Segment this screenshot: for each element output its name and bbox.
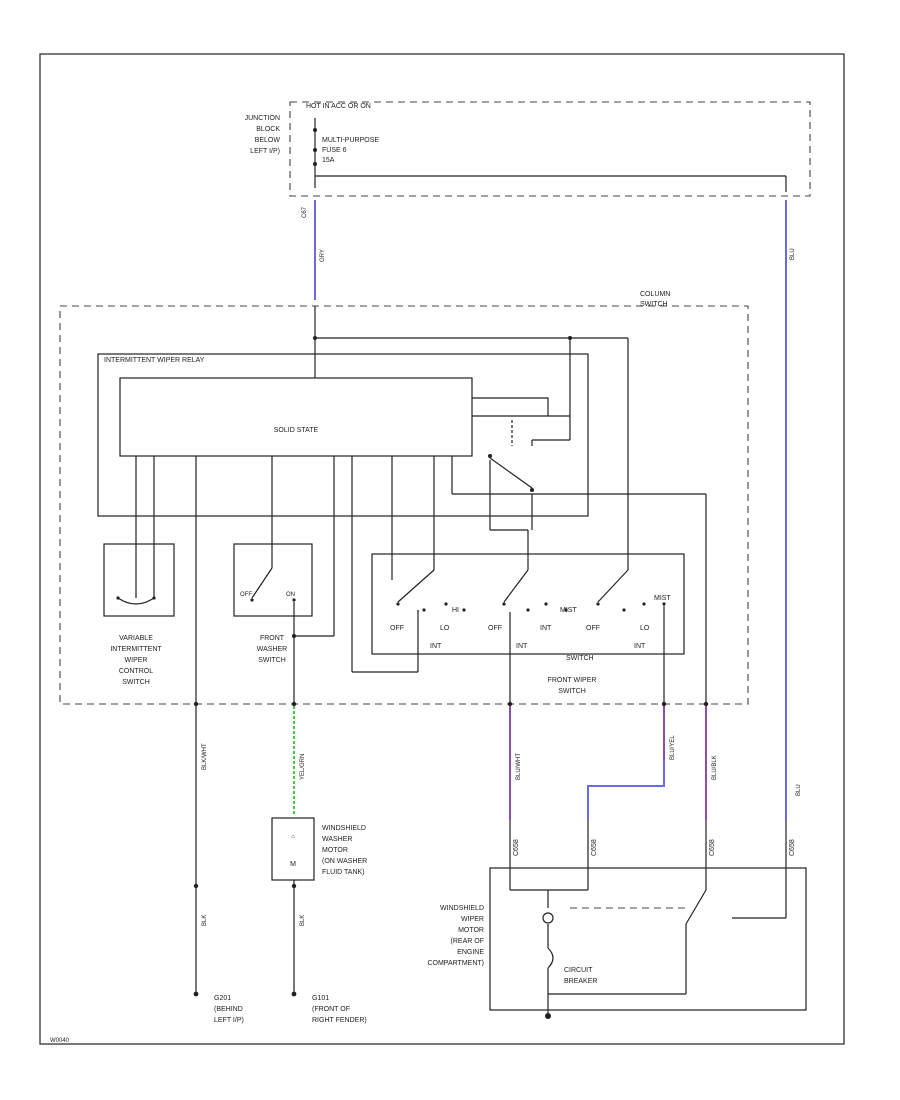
circuit-breaker-label: CIRCUIT BREAKER xyxy=(564,967,597,985)
svg-text:GRY: GRY xyxy=(320,249,326,262)
svg-text:(BEHIND: (BEHIND xyxy=(214,1006,243,1013)
svg-text:VARIABLE: VARIABLE xyxy=(119,635,153,642)
svg-text:BLU/WHT: BLU/WHT xyxy=(516,753,522,780)
svg-text:LO: LO xyxy=(440,625,450,632)
svg-text:SWITCH: SWITCH xyxy=(640,301,668,308)
svg-text:OFF: OFF xyxy=(390,625,404,632)
svg-text:INT: INT xyxy=(540,625,552,632)
variable-intermittent-switch-box xyxy=(103,543,175,617)
svg-text:(FRONT OF: (FRONT OF xyxy=(312,1006,350,1013)
fuse-label: MULTI-PURPOSE FUSE 6 15A xyxy=(322,137,379,164)
svg-text:BLK/WHT: BLK/WHT xyxy=(202,743,208,770)
svg-text:ENGINE: ENGINE xyxy=(457,949,484,956)
washer-switch-label: FRONT WASHER SWITCH xyxy=(257,635,287,664)
svg-text:INT: INT xyxy=(516,643,528,650)
svg-text:BLU: BLU xyxy=(796,784,802,796)
svg-text:MIST: MIST xyxy=(654,595,671,602)
wiper-motor-box xyxy=(489,867,807,1011)
svg-text:BLU/BLK: BLU/BLK xyxy=(712,755,718,780)
svg-text:YEL/GRN: YEL/GRN xyxy=(300,754,306,780)
svg-text:⌂: ⌂ xyxy=(291,834,295,840)
svg-text:ON: ON xyxy=(286,592,295,598)
svg-text:FRONT: FRONT xyxy=(260,635,285,642)
diagram-frame xyxy=(39,53,845,1045)
relay-label: INTERMITTENT WIPER RELAY xyxy=(104,357,205,364)
ground-g101-label: G101 (FRONT OF RIGHT FENDER) xyxy=(312,995,367,1024)
svg-text:BLU: BLU xyxy=(790,248,796,260)
svg-text:BLU/YEL: BLU/YEL xyxy=(670,735,676,760)
svg-text:15A: 15A xyxy=(322,157,335,164)
svg-text:BLK: BLK xyxy=(300,915,306,926)
svg-text:HI: HI xyxy=(452,607,459,614)
svg-text:OFF: OFF xyxy=(240,592,252,598)
svg-text:CIRCUIT: CIRCUIT xyxy=(564,967,593,974)
svg-text:MOTOR: MOTOR xyxy=(322,847,348,854)
washer-motor-label: WINDSHIELD WASHER MOTOR (ON WASHER FLUID… xyxy=(322,825,367,876)
svg-text:INT: INT xyxy=(430,643,442,650)
junction-block-box xyxy=(289,101,811,197)
purple-wire-2 xyxy=(587,706,665,820)
svg-text:MULTI-PURPOSE: MULTI-PURPOSE xyxy=(322,137,379,144)
svg-text:COLUMN: COLUMN xyxy=(640,291,670,298)
washer-motor-box xyxy=(271,817,315,881)
solid-state-box xyxy=(119,377,473,457)
hot-label: HOT IN ACC OR ON xyxy=(306,103,371,110)
solid-state-label: SOLID STATE xyxy=(274,427,319,434)
svg-text:(REAR OF: (REAR OF xyxy=(451,938,484,945)
wiper-motor-label: WINDSHIELD WIPER MOTOR (REAR OF ENGINE C… xyxy=(427,905,484,967)
svg-text:MOTOR: MOTOR xyxy=(458,927,484,934)
svg-text:WIPER: WIPER xyxy=(461,916,484,923)
svg-text:RIGHT FENDER): RIGHT FENDER) xyxy=(312,1017,367,1024)
wiper-switch-positions: OFF LO HI OFF INT MIST OFF LO MIST INT I… xyxy=(390,595,671,662)
pin-c67: C67 xyxy=(302,206,308,218)
svg-text:SWITCH: SWITCH xyxy=(122,679,150,686)
svg-text:WASHER: WASHER xyxy=(257,646,287,653)
svg-text:JUNCTION: JUNCTION xyxy=(245,115,280,122)
svg-text:WASHER: WASHER xyxy=(322,836,352,843)
front-wiper-switch-box xyxy=(371,553,685,655)
svg-text:INTERMITTENT: INTERMITTENT xyxy=(110,646,162,653)
svg-text:LO: LO xyxy=(640,625,650,632)
junction-block-label: JUNCTION BLOCK BELOW LEFT I/P) xyxy=(245,115,281,155)
svg-text:LEFT I/P): LEFT I/P) xyxy=(214,1017,244,1024)
svg-text:BREAKER: BREAKER xyxy=(564,978,597,985)
svg-text:MIST: MIST xyxy=(560,607,577,614)
svg-text:BELOW: BELOW xyxy=(255,137,281,144)
svg-text:SWITCH: SWITCH xyxy=(258,657,286,664)
svg-text:WINDSHIELD: WINDSHIELD xyxy=(322,825,366,832)
svg-text:OFF: OFF xyxy=(488,625,502,632)
intermittent-relay-box xyxy=(97,353,589,517)
svg-text:WINDSHIELD: WINDSHIELD xyxy=(440,905,484,912)
svg-text:G101: G101 xyxy=(312,995,329,1002)
svg-text:G201: G201 xyxy=(214,995,231,1002)
svg-text:C658: C658 xyxy=(789,839,796,856)
wiper-switch-label: FRONT WIPER SWITCH xyxy=(548,677,597,695)
column-switch-box xyxy=(59,305,749,705)
diagram-id: W0040 xyxy=(50,1038,70,1044)
svg-text:COMPARTMENT): COMPARTMENT) xyxy=(427,960,484,967)
connector-labels: C658 C658 C658 C658 xyxy=(513,839,796,856)
svg-text:BLOCK: BLOCK xyxy=(256,126,280,133)
svg-text:LEFT I/P): LEFT I/P) xyxy=(250,148,280,155)
variable-switch-label: VARIABLE INTERMITTENT WIPER CONTROL SWIT… xyxy=(110,635,162,686)
svg-text:C658: C658 xyxy=(513,839,520,856)
svg-text:FLUID TANK): FLUID TANK) xyxy=(322,869,365,876)
svg-text:SWITCH: SWITCH xyxy=(566,655,594,662)
svg-text:C658: C658 xyxy=(591,839,598,856)
ground-g201-label: G201 (BEHIND LEFT I/P) xyxy=(214,995,244,1024)
svg-text:OFF: OFF xyxy=(586,625,600,632)
svg-text:CONTROL: CONTROL xyxy=(119,668,153,675)
svg-text:M: M xyxy=(290,861,296,868)
svg-text:FRONT WIPER: FRONT WIPER xyxy=(548,677,597,684)
front-washer-switch-box xyxy=(233,543,313,617)
svg-text:(ON WASHER: (ON WASHER xyxy=(322,858,367,865)
column-switch-label: COLUMN SWITCH xyxy=(640,291,670,308)
svg-text:SWITCH: SWITCH xyxy=(558,688,586,695)
svg-text:BLK: BLK xyxy=(202,915,208,926)
svg-text:INT: INT xyxy=(634,643,646,650)
svg-text:FUSE 6: FUSE 6 xyxy=(322,147,347,154)
svg-text:WIPER: WIPER xyxy=(125,657,148,664)
svg-text:C658: C658 xyxy=(709,839,716,856)
